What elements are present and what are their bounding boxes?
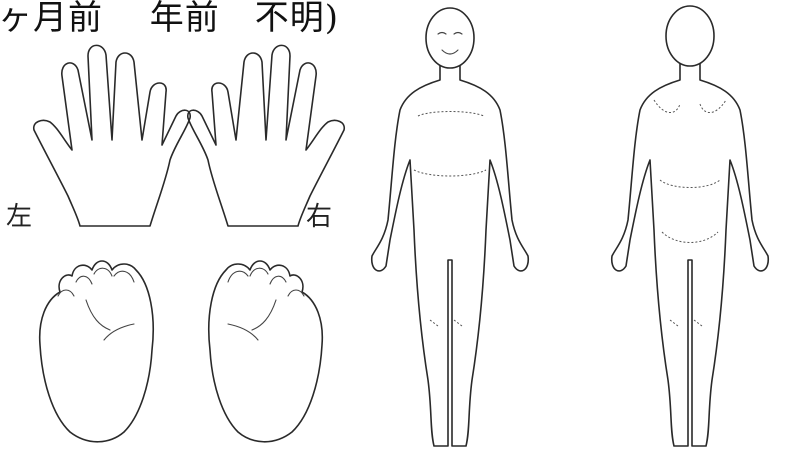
body-back-figure — [612, 6, 769, 446]
left-palm-outline — [34, 45, 190, 226]
body-front-figure — [372, 8, 529, 446]
left-sole-outline — [40, 261, 154, 442]
right-palm-outline — [188, 45, 344, 226]
right-sole-outline — [209, 261, 323, 442]
